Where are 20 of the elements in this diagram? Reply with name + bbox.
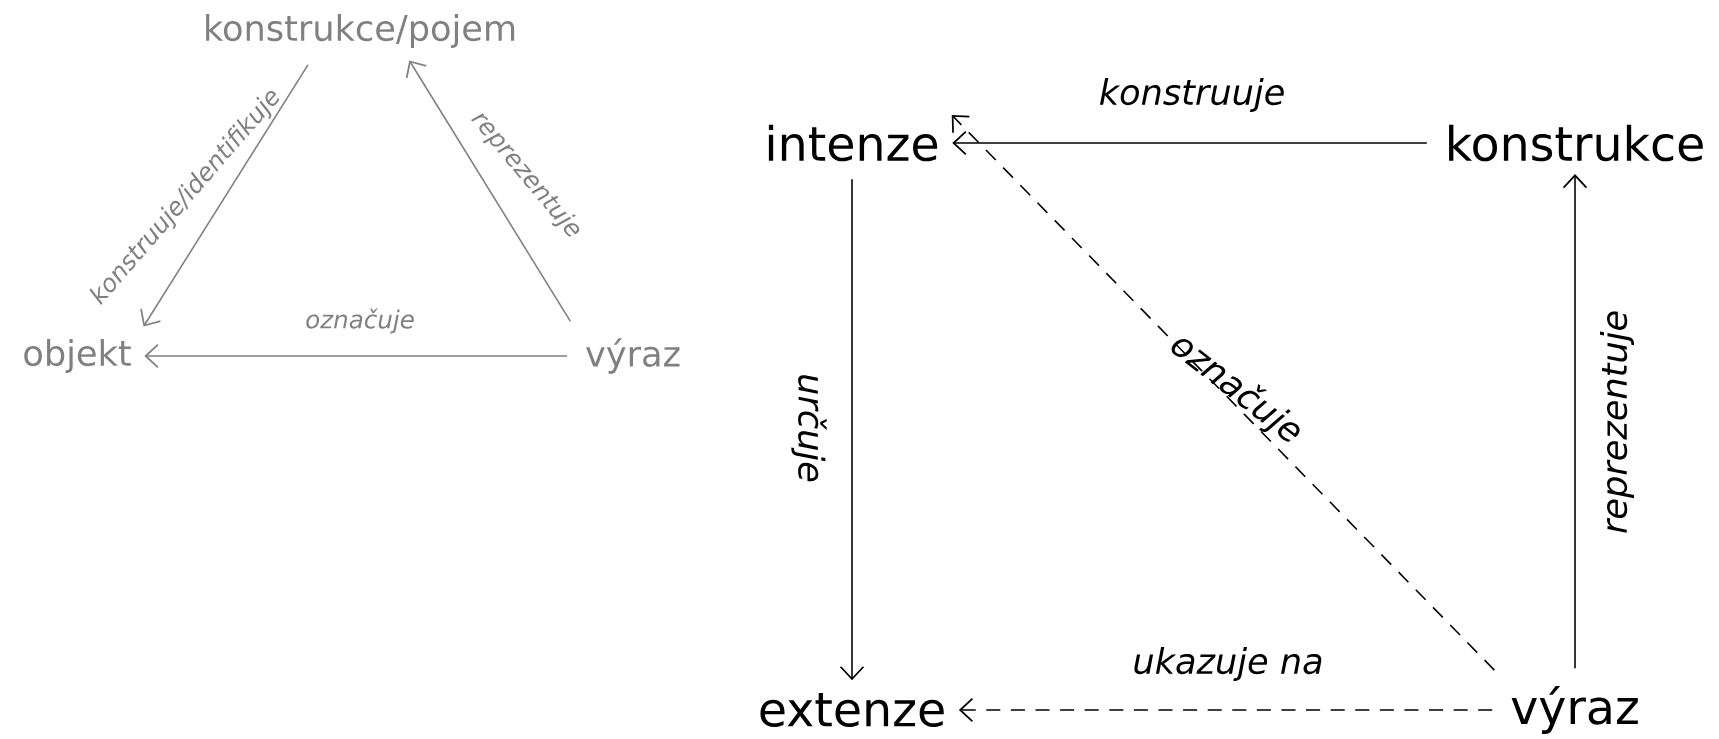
edge-label: ukazuje na (1134, 647, 1322, 681)
term-label: intenze (768, 124, 938, 162)
arrow (951, 115, 1496, 671)
term-label: výraz (586, 338, 680, 374)
arrow (144, 343, 568, 369)
term-label: konstrukce (1449, 124, 1703, 162)
term-label: extenze (760, 693, 944, 727)
arrow (1562, 174, 1588, 669)
arrow (958, 697, 1494, 723)
term-label: konstrukce/pojem (206, 14, 515, 48)
term-label: objekt (24, 339, 131, 373)
edge-label: určuje (791, 375, 827, 482)
arrow (839, 178, 865, 681)
arrow (140, 64, 309, 327)
edge-label: konstruuje (1099, 78, 1284, 112)
edge-label: označuje (306, 308, 414, 334)
edge-label: reprezentuje (1600, 311, 1634, 533)
arrow (952, 130, 1428, 156)
term-label: výraz (1511, 686, 1638, 734)
arrow (405, 60, 572, 323)
